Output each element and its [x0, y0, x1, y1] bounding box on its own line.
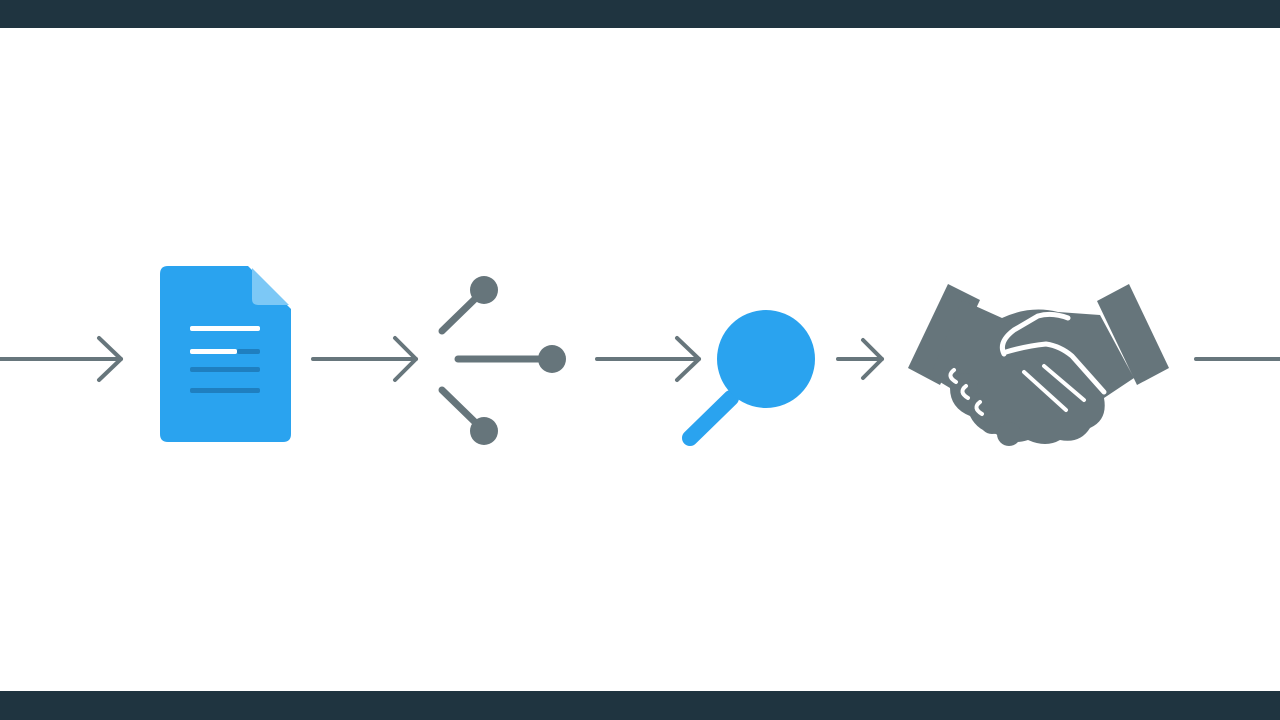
bottom-frame-bar [0, 691, 1280, 720]
arrow-right-icon [0, 336, 123, 382]
arrow-right-icon [836, 338, 884, 380]
top-frame-bar [0, 0, 1280, 28]
arrow-right-icon [595, 336, 701, 382]
handshake-icon [908, 284, 1169, 446]
magnifier-icon [682, 310, 815, 446]
branch-network-icon [438, 276, 566, 445]
arrow-right-icon [311, 336, 418, 382]
document-icon [160, 266, 291, 442]
